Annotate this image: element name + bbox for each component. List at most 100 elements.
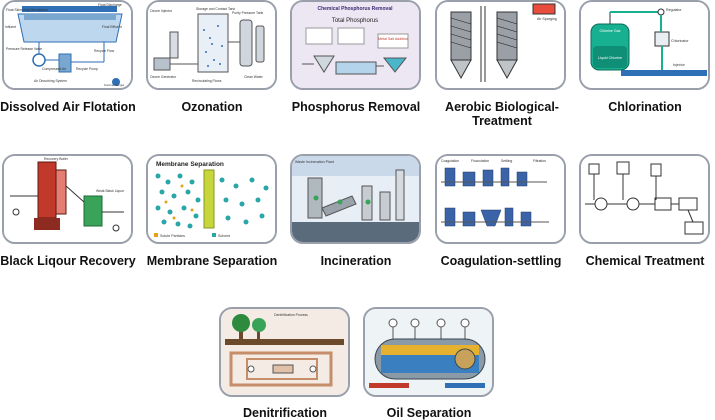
label-incineration: Incineration: [320, 254, 392, 268]
aerobic-text-0: Air Sparging: [537, 17, 557, 21]
ozone-text-4: Recirculating Flows: [192, 79, 222, 83]
label-phosphorus-removal: Phosphorus Removal: [291, 100, 421, 114]
tile-phosphorus-removal: Chemical Phosphorus Removal Total Phosph…: [290, 0, 421, 90]
denit-plants-icon: [232, 314, 266, 339]
daf-logo-icon: [112, 78, 120, 86]
aerobic-diagram: Air Sparging: [437, 2, 564, 88]
ozone-text-2: Purity Pressure Tank: [232, 11, 264, 15]
daf-air-tank: [58, 53, 72, 73]
tile-aerobic-biological-treatment: Air Sparging: [435, 0, 566, 90]
coagulation-diagram: Coagulation Flocculation Settling Filtra…: [437, 156, 564, 242]
label-chlorination: Chlorination: [608, 100, 682, 114]
tile-black-liquor-recovery: Recovery Boiler Weak Black Liquor: [2, 154, 133, 244]
chlorine-text-0: Chlorine Gas: [600, 29, 621, 33]
ozone-bubbles: [203, 25, 223, 67]
tile-coagulation-settling: Coagulation Flocculation Settling Filtra…: [435, 154, 566, 244]
oilsep-oil-layer: [381, 345, 479, 355]
label-oil-separation: Oil Separation: [386, 406, 472, 420]
label-aerobic-biological-treatment: Aerobic Biological-Treatment: [445, 100, 559, 128]
label-black-liquor-recovery: Black Liqour Recovery: [0, 254, 136, 268]
bl-tank: [83, 195, 103, 227]
bl-boiler: [37, 161, 57, 219]
coag-text-1: Flocculation: [471, 159, 489, 163]
blackliquor-diagram: Recovery Boiler Weak Black Liquor: [4, 156, 131, 242]
chlorination-diagram: Liquid Chlorine Chlorine Gas Regulator C…: [581, 2, 708, 88]
tile-chemical-treatment: [579, 154, 710, 244]
membrane-particles: [155, 173, 269, 229]
tile-membrane-separation: Membrane Separation Solute Particles Sol…: [146, 154, 277, 244]
tile-chlorination: Liquid Chlorine Chlorine Gas Regulator C…: [579, 0, 710, 90]
tile-dissolved-air-flotation: Float Skimming Mechanism Float Discharge…: [2, 0, 133, 90]
tile-ozonation: Ozone Injector Storage and Contact Tank …: [146, 0, 277, 90]
coag-text-2: Settling: [501, 159, 512, 163]
ozone-text-0: Ozone Injector: [150, 9, 173, 13]
coag-text-3: Filtration: [533, 159, 546, 163]
aerobic-compressor: [532, 3, 556, 15]
chlorine-text-3: Injector: [673, 63, 686, 67]
tile-oil-separation: [363, 307, 494, 397]
membrane-barrier: [203, 169, 215, 229]
label-membrane-separation: Membrane Separation: [146, 254, 278, 268]
daf-text-2: Influent: [5, 25, 16, 29]
daf-text-0: Float Skimming Mechanism: [6, 8, 48, 12]
ozone-text-3: Ozone Generator: [150, 75, 177, 79]
oilsep-water-layer: [381, 355, 479, 373]
daf-text-8: Pressure Release Valve: [6, 47, 42, 51]
bl-text-0: Recovery Boiler: [44, 157, 69, 161]
daf-text-4: Air Dissolving System: [34, 79, 67, 83]
membrane-text-2: Solvent: [218, 234, 230, 238]
chlorine-chlorinator: [654, 31, 670, 47]
chlorine-text-4: Liquid Chlorine: [598, 56, 622, 60]
oilsep-diagram: [365, 309, 492, 395]
phos-clarifier-1: [313, 55, 335, 73]
daf-skimmer-bar: [22, 6, 117, 12]
tile-incineration: Waste Incineration Plant: [290, 154, 421, 244]
daf-text-7: Recycle Flow: [94, 49, 115, 53]
daf-diagram: Float Skimming Mechanism Float Discharge…: [4, 2, 131, 88]
daf-text-1: Float Discharge: [98, 3, 122, 7]
label-coagulation-settling: Coagulation-settling: [440, 254, 562, 268]
daf-text-3: Final Effluent: [102, 25, 122, 29]
coag-text-0: Coagulation: [441, 159, 459, 163]
ozone-generator: [153, 57, 171, 71]
phos-clarifier-2: [382, 57, 408, 73]
incin-text-0: Waste Incineration Plant: [295, 160, 334, 164]
phos-total: Total Phosphorus: [332, 18, 378, 24]
chem-output: [684, 221, 704, 235]
denit-text-0: Denitrification Process: [274, 313, 308, 317]
chlorine-regulator: [657, 8, 665, 16]
label-ozonation: Ozonation: [181, 100, 243, 114]
label-denitrification: Denitrification: [242, 406, 328, 420]
oilsep-end-cap: [454, 348, 476, 370]
chlorine-main-pipe: [621, 70, 707, 76]
ozone-text-1: Storage and Contact Tank: [196, 7, 235, 11]
incin-stack: [395, 169, 405, 221]
tile-denitrification: Denitrification Process: [219, 307, 350, 397]
chlorine-text-1: Regulator: [666, 8, 682, 12]
membrane-diagram: Membrane Separation Solute Particles Sol…: [148, 156, 275, 242]
incineration-diagram: Waste Incineration Plant: [292, 156, 419, 242]
daf-text-6: Recycle Pump: [76, 67, 98, 71]
membrane-text-1: Solute Particles: [160, 234, 185, 238]
daf-pump: [32, 53, 46, 67]
denitrification-diagram: Denitrification Process: [221, 309, 348, 395]
phos-title: Chemical Phosphorus Removal: [317, 6, 393, 12]
denit-box: [272, 364, 294, 374]
label-chemical-treatment: Chemical Treatment: [585, 254, 705, 268]
ozone-injector: [169, 31, 179, 59]
chlorine-text-2: Chlorinator: [671, 39, 689, 43]
label-dissolved-air-flotation: Dissolved Air Flotation: [0, 100, 136, 114]
chemical-diagram: [581, 156, 708, 242]
ozone-text-5: Clean Water: [244, 75, 264, 79]
daf-text-9: Kuntner Sergia: [104, 83, 124, 87]
daf-text-5: Compressed Air: [42, 67, 67, 71]
ozone-pressure-tank: [239, 19, 253, 67]
phos-metal-salt: Metal Salt Addition: [378, 37, 408, 41]
ozone-contact-tank: [197, 13, 229, 73]
membrane-title: Membrane Separation: [156, 161, 224, 168]
ozonation-diagram: Ozone Injector Storage and Contact Tank …: [148, 2, 275, 88]
bl-text-1: Weak Black Liquor: [96, 189, 125, 193]
phosphorus-diagram: Chemical Phosphorus Removal Total Phosph…: [292, 2, 419, 88]
incin-conveyor: [321, 195, 357, 217]
phos-basin: [335, 61, 377, 75]
